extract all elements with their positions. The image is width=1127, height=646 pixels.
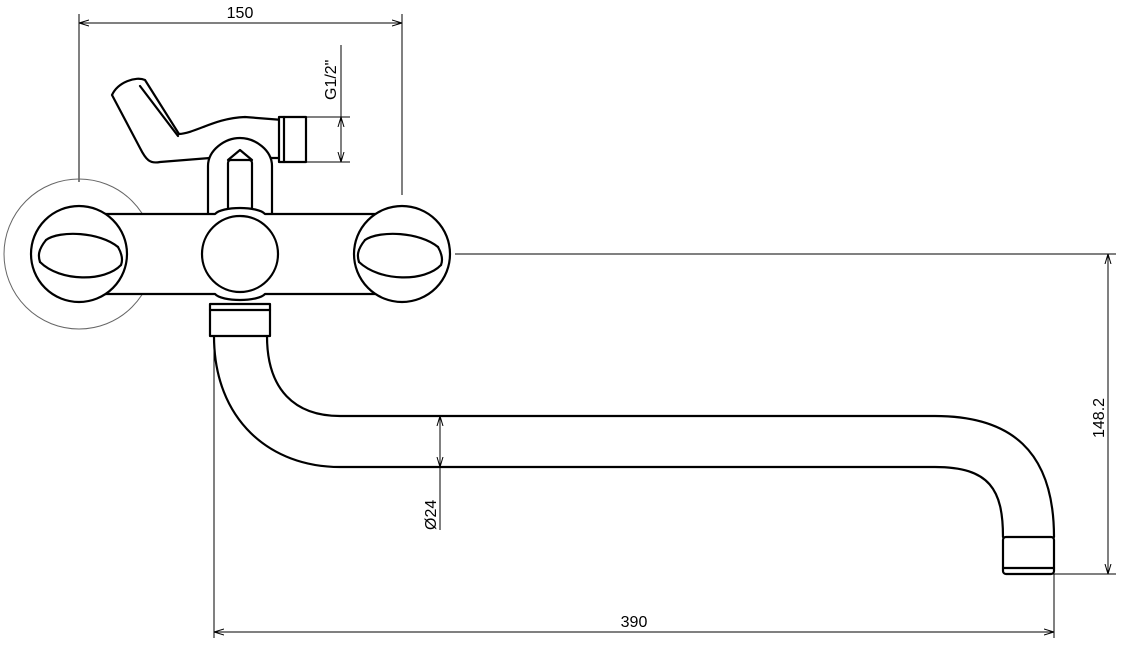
right-handle xyxy=(352,204,452,304)
left-handle xyxy=(29,204,129,304)
dimension-thread: G1/2" xyxy=(307,45,350,163)
dimension-diameter: Ø24 xyxy=(423,416,440,530)
dimension-390: 390 xyxy=(213,348,1055,638)
dimension-label-150: 150 xyxy=(227,5,254,22)
spout-pipe xyxy=(212,334,1056,576)
central-boss xyxy=(200,214,280,294)
dimension-label-thread: G1/2" xyxy=(323,60,340,100)
dimension-label-148-2: 148.2 xyxy=(1091,398,1108,438)
dimension-label-diameter: Ø24 xyxy=(423,500,440,530)
dimension-label-390: 390 xyxy=(621,614,648,631)
outlet-nut xyxy=(208,302,272,338)
dimension-150: 150 xyxy=(78,5,403,195)
shower-outlet xyxy=(277,115,308,164)
dimension-148-2: 148.2 xyxy=(455,253,1116,575)
aerator xyxy=(1001,535,1056,576)
